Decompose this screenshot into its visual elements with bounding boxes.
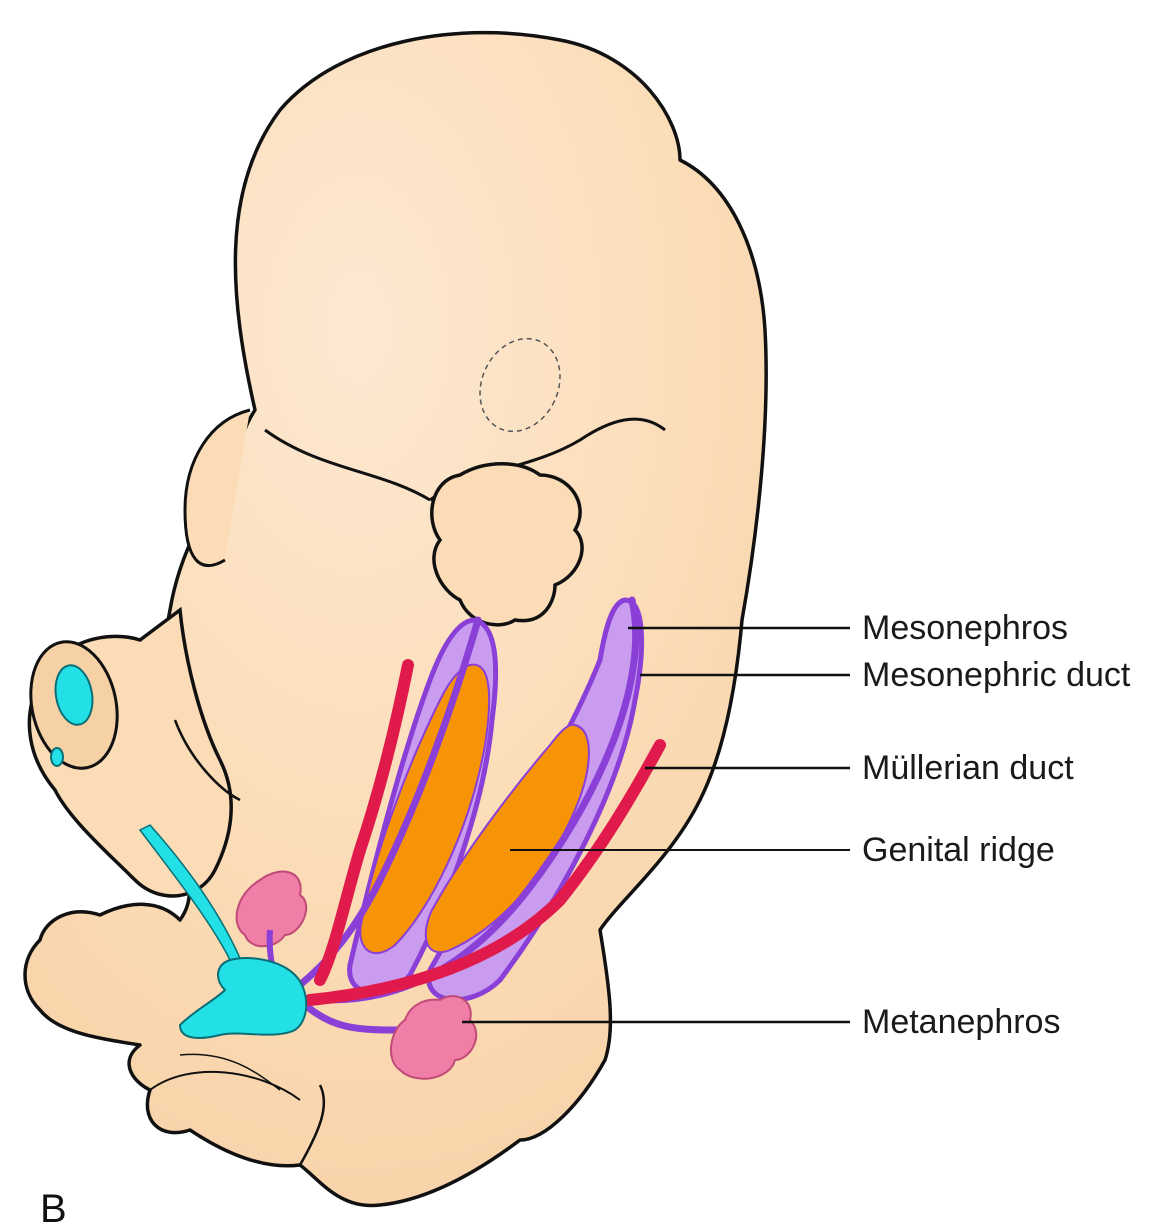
label-mesonephros: Mesonephros [862,609,1068,647]
panel-label: B [40,1187,67,1231]
label-genital-ridge: Genital ridge [862,831,1055,869]
tail-lumen-small [51,748,63,766]
label-metanephros: Metanephros [862,1003,1060,1041]
label-mesonephric-duct: Mesonephric duct [862,656,1131,694]
label-mullerian-duct: Müllerian duct [862,749,1074,787]
